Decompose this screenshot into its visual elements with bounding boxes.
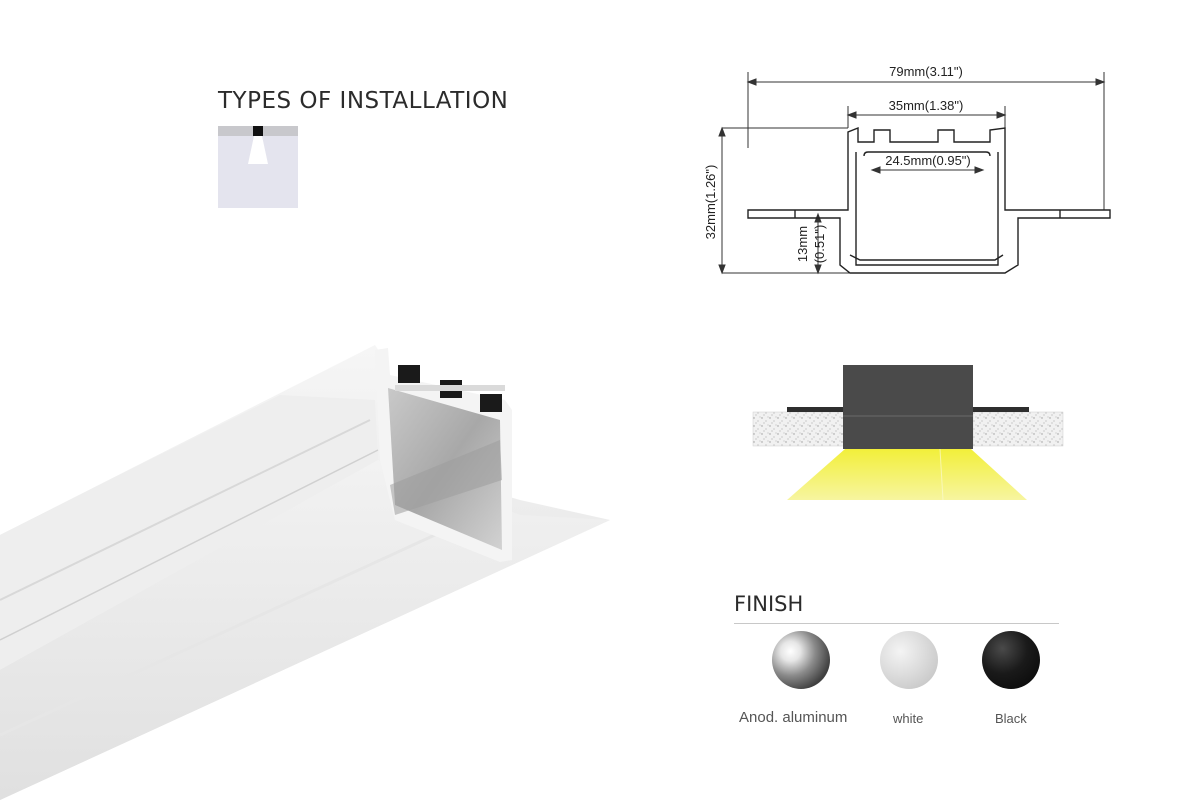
profile-body [843,365,973,449]
flange-left [787,407,857,412]
profile-clip-tooth [480,394,502,412]
profile-cross-section [747,126,1111,274]
dimension-top-width: 35mm(1.38") [889,98,964,113]
finish-label-white: white [893,711,924,726]
ceiling-right [972,411,1064,447]
profile-top-face [0,395,378,670]
light-beam [787,449,1027,500]
finish-swatch-black[interactable] [982,631,1040,689]
recessed-installation-icon [218,126,298,208]
profile-dimension-drawing: 79mm(3.11") 35mm(1.38") 24.5mm(0.95") 32… [703,64,1111,275]
recessed-installation-illustration [752,365,1064,501]
finish-label-black: Black [995,711,1027,726]
dimension-flange-height-mm: 13mm [795,226,810,262]
flange-right [971,407,1029,412]
ceiling-left [752,411,854,447]
finish-swatch-anodized-aluminum[interactable] [772,631,830,689]
dimension-inner-width: 24.5mm(0.95") [885,153,971,168]
dimension-total-height: 32mm(1.26") [703,165,718,240]
dimension-flange-height-in: (0.51") [812,225,827,264]
finish-title: FINISH [734,592,804,616]
dimension-overall-width: 79mm(3.11") [889,64,963,79]
finish-divider [734,623,1059,624]
finish-swatch-white[interactable] [880,631,938,689]
profile-clip-tooth [398,365,420,383]
finish-label-anodized-aluminum: Anod. aluminum [739,709,848,726]
types-of-installation-title: TYPES OF INSTALLATION [218,88,509,114]
profile-3d-rendering [0,345,610,800]
